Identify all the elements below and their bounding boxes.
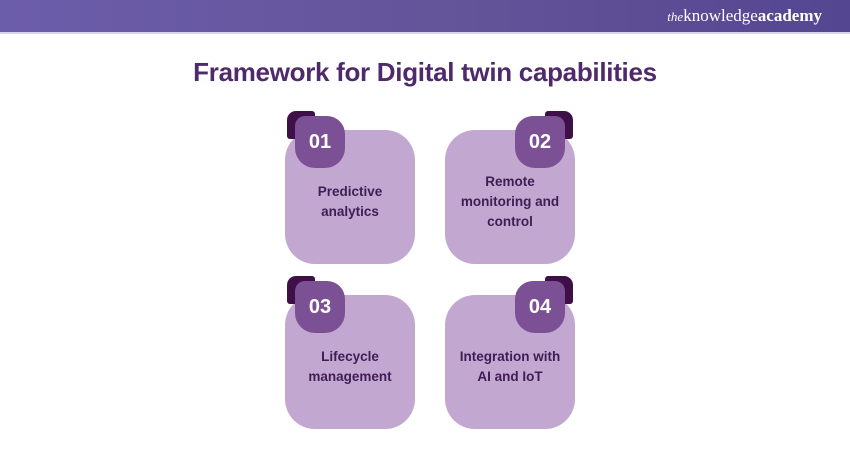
- brand-logo-knowledge: knowledge: [683, 6, 758, 25]
- page-title: Framework for Digital twin capabilities: [193, 57, 657, 87]
- card-predictive-analytics: 01 Predictive analytics: [285, 111, 415, 264]
- cards-grid: 01 Predictive analytics 02 Remote monito…: [285, 111, 575, 429]
- card-number-badge: 01: [295, 116, 345, 168]
- card-label: Remote monitoring and control: [460, 173, 560, 230]
- card-number-badge: 04: [515, 281, 565, 333]
- brand-logo: theknowledgeacademy: [667, 7, 822, 25]
- card-remote-monitoring-and-control: 02 Remote monitoring and control: [445, 111, 575, 264]
- card-lifecycle-management: 03 Lifecycle management: [285, 276, 415, 429]
- brand-logo-academy: academy: [757, 6, 822, 25]
- card-number-badge: 03: [295, 281, 345, 333]
- card-label: Integration with AI and IoT: [459, 348, 561, 384]
- card-label: Predictive analytics: [317, 183, 383, 219]
- card-number-badge: 02: [515, 116, 565, 168]
- card-integration-with-ai-and-iot: 04 Integration with AI and IoT: [445, 276, 575, 429]
- topbar: theknowledgeacademy: [0, 0, 850, 34]
- brand-logo-the: the: [667, 9, 684, 24]
- card-label: Lifecycle management: [308, 348, 392, 384]
